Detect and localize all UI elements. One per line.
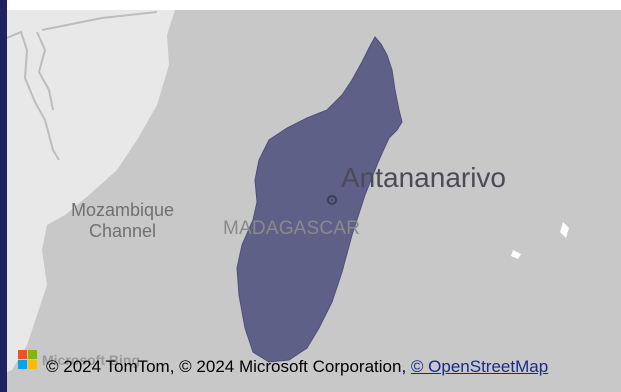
capital-city-marker bbox=[327, 195, 337, 205]
microsoft-bing-logo-text: Microsoft Bing bbox=[42, 352, 140, 368]
country-border bbox=[7, 11, 158, 161]
small-island bbox=[511, 250, 521, 259]
map-canvas[interactable]: Mozambique Channel MADAGASCAR Antananari… bbox=[7, 10, 621, 392]
openstreetmap-link[interactable]: © OpenStreetMap bbox=[410, 357, 549, 376]
mozambique-channel-label: Mozambique Channel bbox=[71, 200, 175, 241]
map-svg bbox=[7, 10, 621, 392]
attribution-text: © 2024 TomTom, © 2024 Microsoft Corporat… bbox=[46, 357, 411, 376]
madagascar-island bbox=[236, 36, 403, 363]
small-island bbox=[560, 222, 569, 238]
microsoft-logo[interactable] bbox=[18, 350, 38, 370]
map-attribution: © 2024 TomTom, © 2024 Microsoft Corporat… bbox=[46, 357, 548, 377]
mainland-africa bbox=[7, 10, 175, 372]
left-edge-bar bbox=[0, 0, 7, 392]
antananarivo-label: Antananarivo bbox=[341, 162, 507, 193]
madagascar-label: MADAGASCAR bbox=[223, 218, 361, 239]
